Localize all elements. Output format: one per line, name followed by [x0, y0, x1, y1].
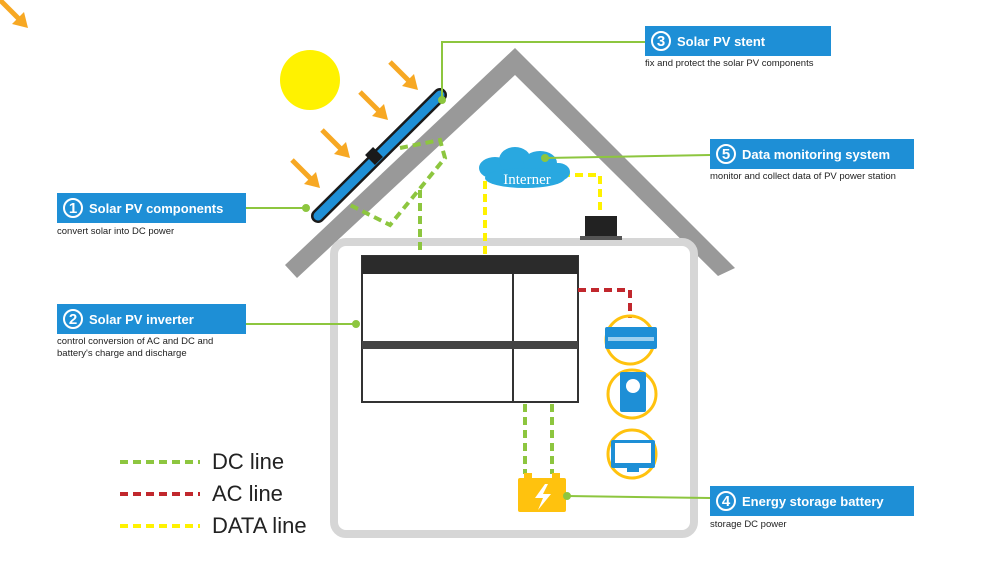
data-line-cloud-laptop [562, 173, 602, 215]
callout-description: fix and protect the solar PV components [645, 58, 813, 70]
ac-line-inverter-appliances [578, 288, 632, 318]
battery-icon [518, 473, 566, 512]
callout-description-line: battery's charge and discharge [57, 348, 187, 359]
callout-description-line: monitor and collect data of PV power sta… [710, 171, 896, 182]
sunlight-arrow-icon [0, 0, 418, 188]
stent-dc-frame [349, 137, 448, 228]
legend-lines [120, 460, 200, 528]
cloud-label: Interner [503, 172, 550, 188]
cloud-icon [479, 147, 570, 188]
legend-ac-label: AC line [212, 481, 283, 506]
callout-description-line: fix and protect the solar PV components [645, 58, 814, 69]
monitor-icon [606, 428, 658, 480]
callout-title: Solar PV inverter [89, 311, 194, 327]
callout-box: 1 Solar PV components [57, 193, 246, 223]
callout-number: 4 [716, 491, 736, 511]
callout-title: Solar PV stent [677, 33, 766, 49]
air-conditioner-icon [604, 314, 657, 366]
callout-box: 3 Solar PV stent [645, 26, 831, 56]
callout-box: 4 Energy storage battery [710, 486, 914, 516]
appliance-icon [606, 368, 658, 420]
callout-box: 2 Solar PV inverter [57, 304, 246, 334]
callout-box: 5 Data monitoring system [710, 139, 914, 169]
solar-panels [311, 88, 447, 223]
laptop-icon [580, 216, 622, 240]
callout-description: convert solar into DC power [57, 226, 174, 238]
callout-title: Solar PV components [89, 200, 224, 216]
callout-number: 3 [651, 31, 671, 51]
callout-description: storage DC power [710, 519, 787, 531]
house-body [330, 238, 698, 538]
legend-dc-label: DC line [212, 449, 285, 474]
callout-title: Energy storage battery [742, 493, 884, 509]
sun-icon [280, 50, 340, 110]
callout-connectors [246, 41, 711, 500]
inverter-cabinet [361, 255, 579, 403]
callout-number: 2 [63, 309, 83, 329]
callout-number: 5 [716, 144, 736, 164]
callout-title: Data monitoring system [742, 146, 891, 162]
callout-description-line: control conversion of AC and DC and [57, 336, 214, 347]
callout-description-line: convert solar into DC power [57, 226, 175, 237]
callout-number: 1 [63, 198, 83, 218]
callout-description: monitor and collect data of PV power sta… [710, 171, 896, 183]
callout-description-line: storage DC power [710, 519, 787, 530]
legend-data-label: DATA line [212, 513, 307, 538]
callout-description: control conversion of AC and DC and batt… [57, 336, 213, 360]
